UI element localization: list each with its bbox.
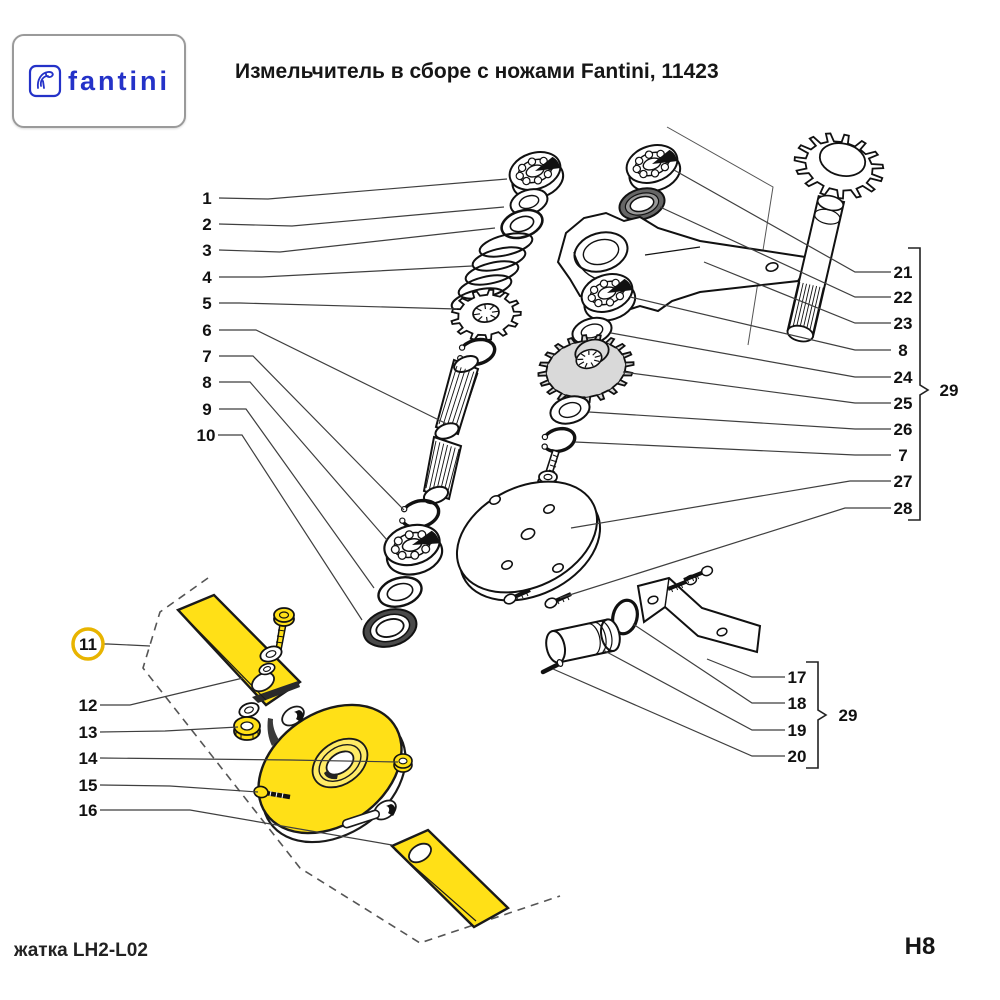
callout-22: 22 [894, 288, 913, 307]
detail-boundary-dashed [142, 577, 561, 944]
callout-4: 4 [202, 268, 212, 287]
callout-circle [71, 627, 105, 661]
seal-ring-icon [618, 187, 666, 221]
cover-plate-icon [455, 480, 602, 602]
fantini-logo-icon [28, 64, 62, 98]
callout-5: 5 [202, 294, 211, 313]
washer-icon [258, 662, 276, 676]
callout-3: 3 [202, 241, 211, 260]
callout-13: 13 [79, 723, 98, 742]
callout-7: 7 [202, 347, 211, 366]
flange-screw-icon [503, 588, 531, 605]
footer-page-code: H8 [904, 933, 936, 960]
callout-24: 24 [894, 368, 913, 387]
callout-21: 21 [894, 263, 913, 282]
blade-bolt-icon [273, 607, 295, 651]
callout-6: 6 [202, 321, 211, 340]
washer-icon [549, 395, 591, 425]
mount-bracket-icon [636, 576, 762, 654]
callout-12: 12 [79, 696, 98, 715]
callout-28: 28 [894, 499, 913, 518]
callout-8: 8 [202, 373, 211, 392]
washer-icon [238, 702, 260, 718]
oil-seal-icon [362, 608, 418, 648]
o-ring-icon [611, 598, 639, 636]
footer-model-label: жатка LH2-L02 [14, 940, 148, 961]
callout-2: 2 [202, 215, 211, 234]
washer-icon [259, 645, 283, 663]
background-frame-lines [666, 126, 774, 346]
callout-17: 17 [788, 668, 807, 687]
callout-7: 7 [898, 446, 907, 465]
roller-bushing-icon [545, 618, 621, 664]
logo-text: fantini [68, 65, 170, 96]
page-title: Измельчитель в сборе с ножами Fantini, 1… [235, 60, 719, 83]
knife-blade-bottom [389, 828, 510, 929]
small-gear-icon [450, 288, 522, 341]
callout-25: 25 [894, 394, 913, 413]
callout-18: 18 [788, 694, 807, 713]
bearing-icon [378, 517, 448, 582]
bracket-label-29: 29 [940, 381, 959, 400]
plate-screw-icon [253, 785, 291, 800]
large-gear-icon [537, 334, 635, 404]
pin-icon [540, 659, 564, 675]
snap-ring-icon [541, 426, 577, 454]
callout-10: 10 [197, 426, 216, 445]
knife-blade-top [175, 593, 302, 707]
fantini-logo: fantini [12, 34, 186, 128]
hex-nut-small-icon [393, 753, 413, 773]
callout-1: 1 [202, 189, 211, 208]
callout-15: 15 [79, 776, 98, 795]
callout-27: 27 [894, 472, 913, 491]
bracket-screw-icon [683, 565, 714, 584]
callout-16: 16 [79, 801, 98, 820]
bevel-gear-shaft-icon [786, 132, 885, 343]
callout-layer: 1234567891021222382425267272817181920111… [71, 169, 959, 846]
callout-11: 11 [79, 635, 97, 654]
callout-26: 26 [894, 420, 913, 439]
callout-20: 20 [788, 747, 807, 766]
seal-ring-icon [377, 576, 423, 608]
callout-14: 14 [79, 749, 98, 768]
group-bracket [908, 247, 930, 521]
rotor-plate [257, 703, 407, 844]
hex-nut-icon [233, 716, 261, 741]
callout-19: 19 [788, 721, 807, 740]
callout-23: 23 [894, 314, 913, 333]
splined-shaft-icon [422, 354, 480, 505]
callout-9: 9 [202, 400, 211, 419]
callout-8: 8 [898, 341, 907, 360]
socket-bolt-icon [537, 448, 561, 489]
snap-ring-icon [399, 498, 441, 530]
washer-icon [509, 188, 549, 216]
bracket-label-29: 29 [839, 706, 858, 725]
shim-washer-icon [500, 208, 544, 240]
group-bracket [806, 661, 828, 769]
